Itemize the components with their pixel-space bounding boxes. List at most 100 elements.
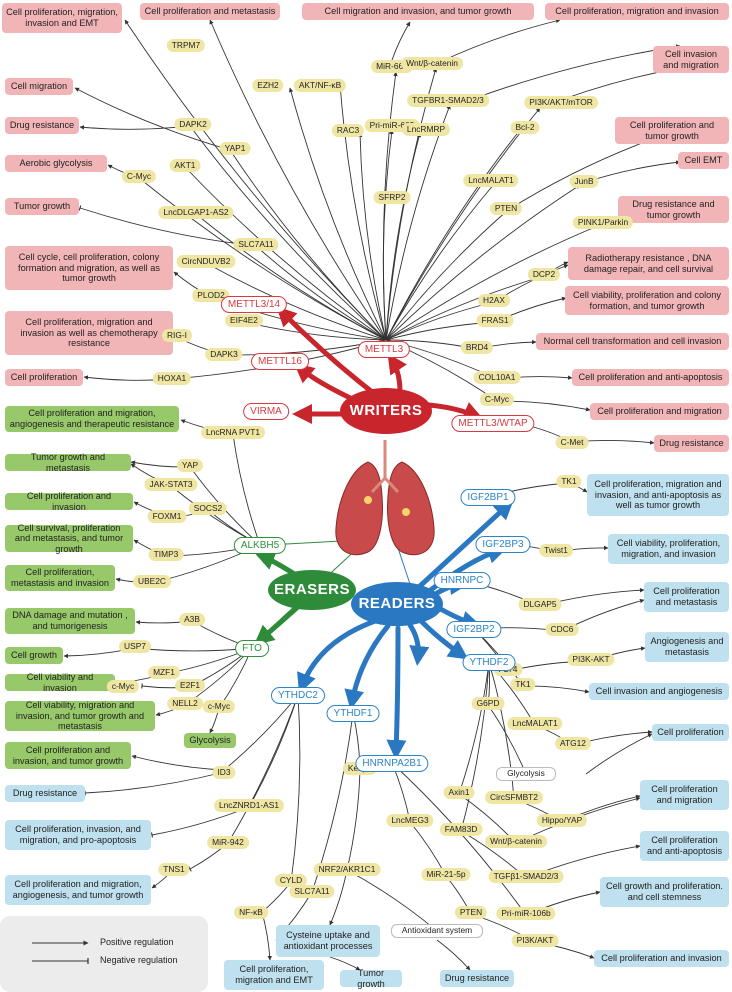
outcome-r-drug-res: Drug resistance <box>5 785 85 802</box>
molecule-cdc6: CDC6 <box>545 623 579 636</box>
outcome-w-migration: Cell migration <box>5 78 73 95</box>
outcome-w-emt: Cell EMT <box>678 152 729 169</box>
outcome-w-prolif-mig: Cell proliferation and migration <box>590 403 729 420</box>
molecule-axin1: Axin1 <box>443 786 475 799</box>
group-mettl3-14: METTL3/14 <box>220 296 288 313</box>
outcome-e-viab-inv: Cell viability and invasion <box>5 672 115 693</box>
molecule-pten-w: PTEN <box>489 202 523 215</box>
molecule-tgfbr1: TGFBR1-SMAD2/3 <box>407 94 489 107</box>
legend-positive: Positive regulation <box>100 937 174 947</box>
group-ythdc2: YTHDC2 <box>270 687 326 704</box>
molecule-e2f1: E2F1 <box>174 679 206 692</box>
molecule-rac3: RAC3 <box>331 124 365 137</box>
outcome-e-survival: Cell survival, proliferation and metasta… <box>5 523 133 554</box>
molecule-socs2: SOCS2 <box>188 502 228 515</box>
outcome-w-prolif-tumor: Cell proliferation and tumor growth <box>615 117 729 144</box>
outcome-w-drug-res-tumor: Drug resistance and tumor growth <box>618 196 729 223</box>
molecule-atg12: ATG12 <box>555 737 591 750</box>
outcome-r-inv-angio: Cell invasion and angiogenesis <box>589 683 729 700</box>
outcome-r-tk1: Cell proliferation, migration and invasi… <box>587 474 729 516</box>
outcome-w-drug-res: Drug resistance <box>5 117 79 134</box>
outcome-r-angio-meta: Angiogenesis and metastasis <box>645 632 729 662</box>
molecule-brd4: BRD4 <box>460 341 494 354</box>
outcome-r-drug-res2: Drug resistance <box>440 970 514 987</box>
outcome-w-prolif-mig-inv: Cell proliferation, migration and invasi… <box>545 3 729 20</box>
outcome-w-proliferation: Cell proliferation <box>5 369 83 386</box>
molecule-pink1: PINK1/Parkin <box>572 216 634 229</box>
molecule-nfkb: NF-κB <box>234 906 268 919</box>
outcome-w-antiapop: Cell proliferation and anti-apoptosis <box>572 369 729 386</box>
molecule-hippo-yap: Hippo/YAP <box>536 814 588 827</box>
molecule-usp7: USP7 <box>119 640 151 653</box>
group-ythdf2: YTHDF2 <box>462 654 516 671</box>
molecule-g6pd: G6PD <box>471 697 505 710</box>
molecule-pi3k-mtor: PI3K/AKT/mTOR <box>524 96 598 109</box>
group-igf2bp1: IGF2BP1 <box>460 489 516 506</box>
molecule-circsfmbt2: CircSFMBT2 <box>485 791 543 804</box>
molecule-dlgap5: DLGAP5 <box>518 598 562 611</box>
molecule-junb: JunB <box>569 175 599 188</box>
outcome-r-proliferation: Cell proliferation <box>652 724 729 741</box>
molecule-trpm7: TRPM7 <box>166 39 206 52</box>
outcome-r-tumor-growth: Tumor growth <box>340 968 402 989</box>
outcome-w-prolif-meta: Cell proliferation and metastasis <box>140 3 280 20</box>
molecule-id3: ID3 <box>212 766 236 779</box>
outcome-e-prolif-inv: Cell proliferation and invasion <box>5 491 133 512</box>
outcome-r-prolif-inv: Cell proliferation and invasion <box>594 950 729 967</box>
molecule-lncmalat1-w: LncMALAT1 <box>463 174 519 187</box>
molecule-foxm1: FOXM1 <box>147 510 187 523</box>
outcome-r-emt: Cell proliferation, migration and EMT <box>224 960 324 990</box>
molecule-cmet: C-Met <box>555 436 589 449</box>
outcome-e-angio: Cell proliferation and migration, angiog… <box>5 406 179 432</box>
molecule-rigi: RIG-I <box>161 329 193 342</box>
molecule-dapk3: DAPK3 <box>205 348 243 361</box>
molecule-cmyc-e2: c-Myc <box>202 700 236 713</box>
outcome-w-normal: Normal cell transformation and cell inva… <box>536 333 729 350</box>
outcome-w-aerobic: Aerobic glycolysis <box>5 155 107 172</box>
box-glycolysis-r: Glycolysis <box>496 767 556 781</box>
molecule-cmyc-e1: c-Myc <box>106 680 140 693</box>
outcome-w-inv-mig: Cell invasion and migration <box>653 46 729 73</box>
outcome-e-viab-mig: Cell viability, migration and invasion, … <box>5 700 155 731</box>
legend: Positive regulation Negative regulation <box>0 916 208 992</box>
molecule-slc7a11-w: SLC7A11 <box>233 238 279 251</box>
molecule-akt-nfkb: AKT/NF-κB <box>293 79 347 92</box>
molecule-dcp2: DCP2 <box>527 268 561 281</box>
group-mettl3-wtap: METTL3/WTAP <box>451 415 535 432</box>
outcome-r-pro-apop: Cell proliferation, invasion, and migrat… <box>5 820 151 850</box>
molecule-tns1: TNS1 <box>158 863 190 876</box>
molecule-mir21: MiR-21-5p <box>421 868 471 881</box>
molecule-pri-mir106b: Pri-miR-106b <box>496 907 556 920</box>
group-hnrnpa2b1: HNRNPA2B1 <box>355 755 429 772</box>
outcome-r-twist: Cell viability, proliferation, migration… <box>608 534 729 564</box>
molecule-dapk2: DAPK2 <box>174 118 212 131</box>
molecule-lncznrd1: LncZNRD1-AS1 <box>213 799 285 812</box>
group-fto: FTO <box>235 640 269 657</box>
molecule-ezh2: EZH2 <box>252 79 284 92</box>
molecule-yap1: YAP1 <box>219 142 251 155</box>
legend-negative: Negative regulation <box>100 955 178 965</box>
molecule-tgfb1: TGFβ1-SMAD2/3 <box>488 870 564 883</box>
outcome-e-tumor-meta: Tumor growth and metastasis <box>5 452 131 473</box>
hub-writers: WRITERS <box>340 388 432 434</box>
outcome-w-radio: Radiotherapy resistance , DNA damage rep… <box>568 247 729 280</box>
outcome-e-glycolysis: Glycolysis <box>184 733 236 748</box>
group-mettl16: METTL16 <box>251 353 309 370</box>
molecule-hoxa1: HOXA1 <box>152 372 192 385</box>
molecule-fam83d: FAM83D <box>439 823 483 836</box>
molecule-bcl2: Bcl-2 <box>510 121 540 134</box>
molecule-mir942: MiR-942 <box>207 836 249 849</box>
hub-readers: READERS <box>351 582 443 626</box>
molecule-lncmeg3: LncMEG3 <box>386 814 434 827</box>
group-alkbh5: ALKBH5 <box>233 537 287 554</box>
outcome-w-tumor-growth: Tumor growth <box>5 198 79 215</box>
outcome-r-stemness: Cell growth and proliferation. and cell … <box>600 877 729 907</box>
outcome-r-cysteine: Cysteine uptake and antioxidant processe… <box>276 925 380 957</box>
molecule-nrf2: NRF2/AKR1C1 <box>313 863 381 876</box>
outcome-w-drug-res2: Drug resistance <box>654 435 729 452</box>
outcome-e-growth: Cell growth <box>5 647 63 664</box>
outcome-w-mig-inv-tumor: Cell migration and invasion, and tumor g… <box>302 3 534 20</box>
outcome-w-cellcycle: Cell cycle, cell proliferation, colony f… <box>5 246 173 290</box>
outcome-r-angio-tumor: Cell proliferation and migration, angiog… <box>5 875 151 905</box>
